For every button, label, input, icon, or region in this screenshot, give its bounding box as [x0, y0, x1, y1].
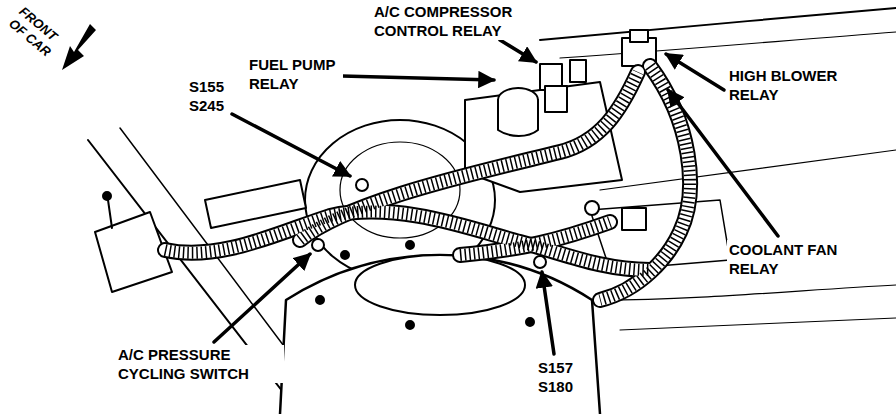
ground-screw	[103, 192, 111, 200]
harness-corrugation	[165, 66, 690, 300]
harness-fill	[165, 66, 690, 300]
leader-arrow	[500, 40, 536, 62]
leader-arrow	[342, 76, 494, 80]
panel-line	[600, 150, 896, 190]
harness-outline	[165, 66, 690, 300]
pressure-switch	[312, 239, 324, 251]
leader-arrow	[232, 114, 350, 176]
hood-edge	[540, 8, 896, 40]
component-label: COOLANT FAN RELAY	[727, 240, 845, 278]
cowl-line	[560, 32, 896, 58]
splice	[534, 256, 546, 268]
direction-label: FRONT OF CAR	[4, 2, 78, 72]
coolant-fan-relay-connector	[622, 208, 646, 230]
leader-arrow	[542, 272, 554, 354]
splice-number: S155	[187, 77, 226, 96]
grommet	[585, 201, 599, 215]
component-label: FUEL PUMP RELAY	[247, 55, 343, 93]
bolt	[526, 318, 534, 326]
component-label: HIGH BLOWER RELAY	[727, 66, 843, 104]
splice-number: S180	[536, 377, 575, 396]
bolt	[316, 296, 324, 304]
bolt	[406, 321, 414, 329]
relay-cap	[630, 30, 648, 42]
relay	[545, 86, 567, 112]
splice-number: S157	[536, 358, 575, 377]
drum-top	[355, 255, 525, 315]
panel-line	[88, 140, 300, 414]
panel-line	[620, 318, 896, 330]
relay	[570, 60, 586, 82]
ground-wire	[108, 200, 112, 228]
canister	[205, 180, 306, 228]
bolt	[341, 251, 349, 259]
bolt	[406, 241, 414, 249]
component-label: A/C COMPRESSOR CONTROL RELAY	[372, 2, 528, 40]
component-label: A/C PRESSURE CYCLING SWITCH	[116, 345, 284, 383]
leader-arrow	[668, 90, 778, 236]
splice-number: S245	[187, 96, 226, 115]
drum-housing	[280, 255, 600, 414]
leader-arrow	[214, 254, 310, 342]
leader-arrow	[666, 54, 724, 90]
splice-nut	[356, 179, 368, 191]
accumulator	[498, 100, 538, 136]
direction-arrow	[62, 24, 96, 70]
